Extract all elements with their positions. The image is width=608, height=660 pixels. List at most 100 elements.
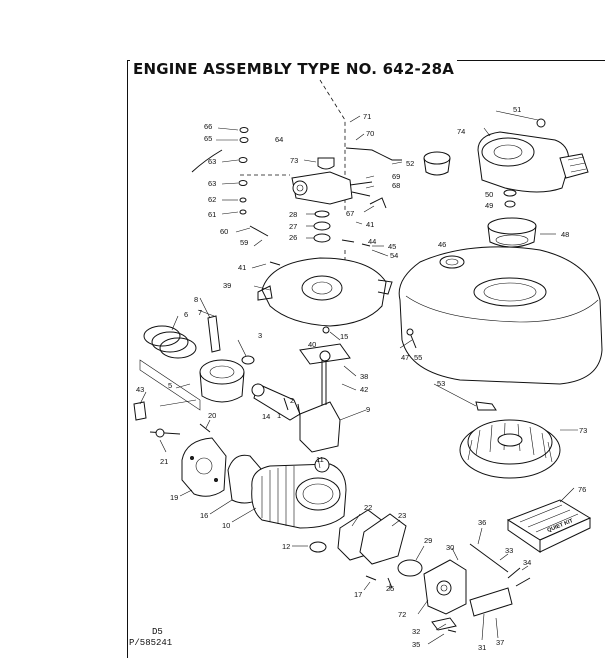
callout-54: 54	[390, 251, 398, 260]
callout-74: 74	[457, 127, 465, 136]
cylinder-part	[251, 457, 347, 529]
piston-part	[199, 359, 245, 403]
bracket-part	[469, 587, 513, 617]
callout-27: 27	[289, 222, 297, 231]
callout-62: 62	[208, 195, 216, 204]
callout-41: 41	[238, 263, 246, 272]
callout-34: 34	[523, 558, 531, 567]
callout-9: 9	[366, 405, 370, 414]
callout-53: 53	[437, 379, 445, 388]
callout-7: 7	[198, 308, 202, 317]
callout-8: 8	[194, 295, 198, 304]
gasket-ring-part	[309, 541, 327, 553]
callout-37: 37	[496, 638, 504, 647]
diagram-code: D5	[152, 627, 163, 637]
leader-lines	[139, 110, 578, 645]
recoil-starter-part	[477, 131, 589, 193]
spring-part	[369, 197, 387, 209]
callout-43: 43	[136, 385, 144, 394]
callout-36: 36	[478, 518, 486, 527]
callout-21: 21	[160, 457, 168, 466]
callout-39: 39	[223, 281, 231, 290]
callout-29: 29	[424, 536, 432, 545]
lower-carburetor-part	[423, 559, 467, 615]
crankshaft-part	[299, 360, 341, 453]
callout-40: 40	[308, 340, 316, 349]
callout-38: 38	[360, 372, 368, 381]
callout-59: 59	[240, 238, 248, 247]
callout-30: 30	[446, 543, 454, 552]
callout-73: 73	[290, 156, 298, 165]
callout-14: 14	[262, 412, 270, 421]
part-reference: P/585241	[129, 638, 173, 648]
callout-52: 52	[406, 159, 414, 168]
throttle-linkage-part	[345, 147, 402, 161]
callout-46: 46	[438, 240, 446, 249]
callout-50: 50	[485, 190, 493, 199]
fuel-line-part	[191, 149, 223, 173]
callout-20: 20	[208, 411, 216, 420]
flywheel-part	[459, 419, 561, 479]
callout-48: 48	[561, 230, 569, 239]
quiet-kit-box	[506, 499, 592, 553]
callout-47: 47	[401, 353, 409, 362]
rod-part	[469, 543, 509, 573]
callout-41: 41	[366, 220, 374, 229]
callout-69: 69	[392, 172, 400, 181]
callout-44: 44	[368, 237, 376, 246]
nut-part	[536, 118, 546, 128]
piston-pin-part	[207, 315, 221, 353]
callout-2: 2	[290, 396, 294, 405]
callout-66: 66	[204, 122, 212, 131]
bearing-plate-part	[181, 437, 227, 497]
callout-76: 76	[578, 485, 586, 494]
pulley-part	[423, 151, 451, 176]
washer-part	[504, 200, 516, 208]
callout-61: 61	[208, 210, 216, 219]
blower-housing-part	[398, 246, 603, 385]
callout-15: 15	[340, 332, 348, 341]
gasket-part	[397, 559, 423, 577]
callout-6: 6	[184, 310, 188, 319]
callout-55: 55	[414, 353, 422, 362]
callout-3: 3	[258, 331, 262, 340]
connecting-rod-part	[253, 383, 301, 421]
reed-valve-part	[359, 513, 407, 565]
callout-22: 22	[364, 503, 372, 512]
callout-72: 72	[398, 610, 406, 619]
carburetor-part	[291, 157, 373, 205]
washer-part	[503, 189, 517, 197]
wrist-pin-part	[159, 399, 197, 407]
callout-5: 5	[168, 381, 172, 390]
callout-23: 23	[398, 511, 406, 520]
callout-49: 49	[485, 201, 493, 210]
callout-26: 26	[289, 233, 297, 242]
callout-71: 71	[363, 112, 371, 121]
callout-70: 70	[366, 129, 374, 138]
callout-25: 25	[386, 584, 394, 593]
callout-68: 68	[392, 181, 400, 190]
callout-64: 64	[275, 135, 283, 144]
callout-65: 65	[204, 134, 212, 143]
callout-19: 19	[170, 493, 178, 502]
callout-1: 1	[277, 411, 281, 420]
callout-51: 51	[513, 105, 521, 114]
diagram-title: ENGINE ASSEMBLY TYPE NO. 642-28A	[130, 60, 458, 78]
callout-17: 17	[354, 590, 362, 599]
callout-12: 12	[282, 542, 290, 551]
callout-63: 63	[208, 179, 216, 188]
callout-10: 10	[222, 521, 230, 530]
bolt-part	[249, 225, 269, 237]
starter-cup-part	[487, 217, 537, 248]
crankcase-plate-part	[257, 257, 393, 327]
piston-ring-part	[143, 325, 197, 359]
plug-part	[133, 401, 147, 421]
callout-32: 32	[412, 627, 420, 636]
callout-42: 42	[360, 385, 368, 394]
callout-31: 31	[478, 643, 486, 652]
callout-67: 67	[346, 209, 354, 218]
screw-part	[409, 332, 417, 349]
spark-plug-part	[475, 401, 497, 411]
callout-28: 28	[289, 210, 297, 219]
